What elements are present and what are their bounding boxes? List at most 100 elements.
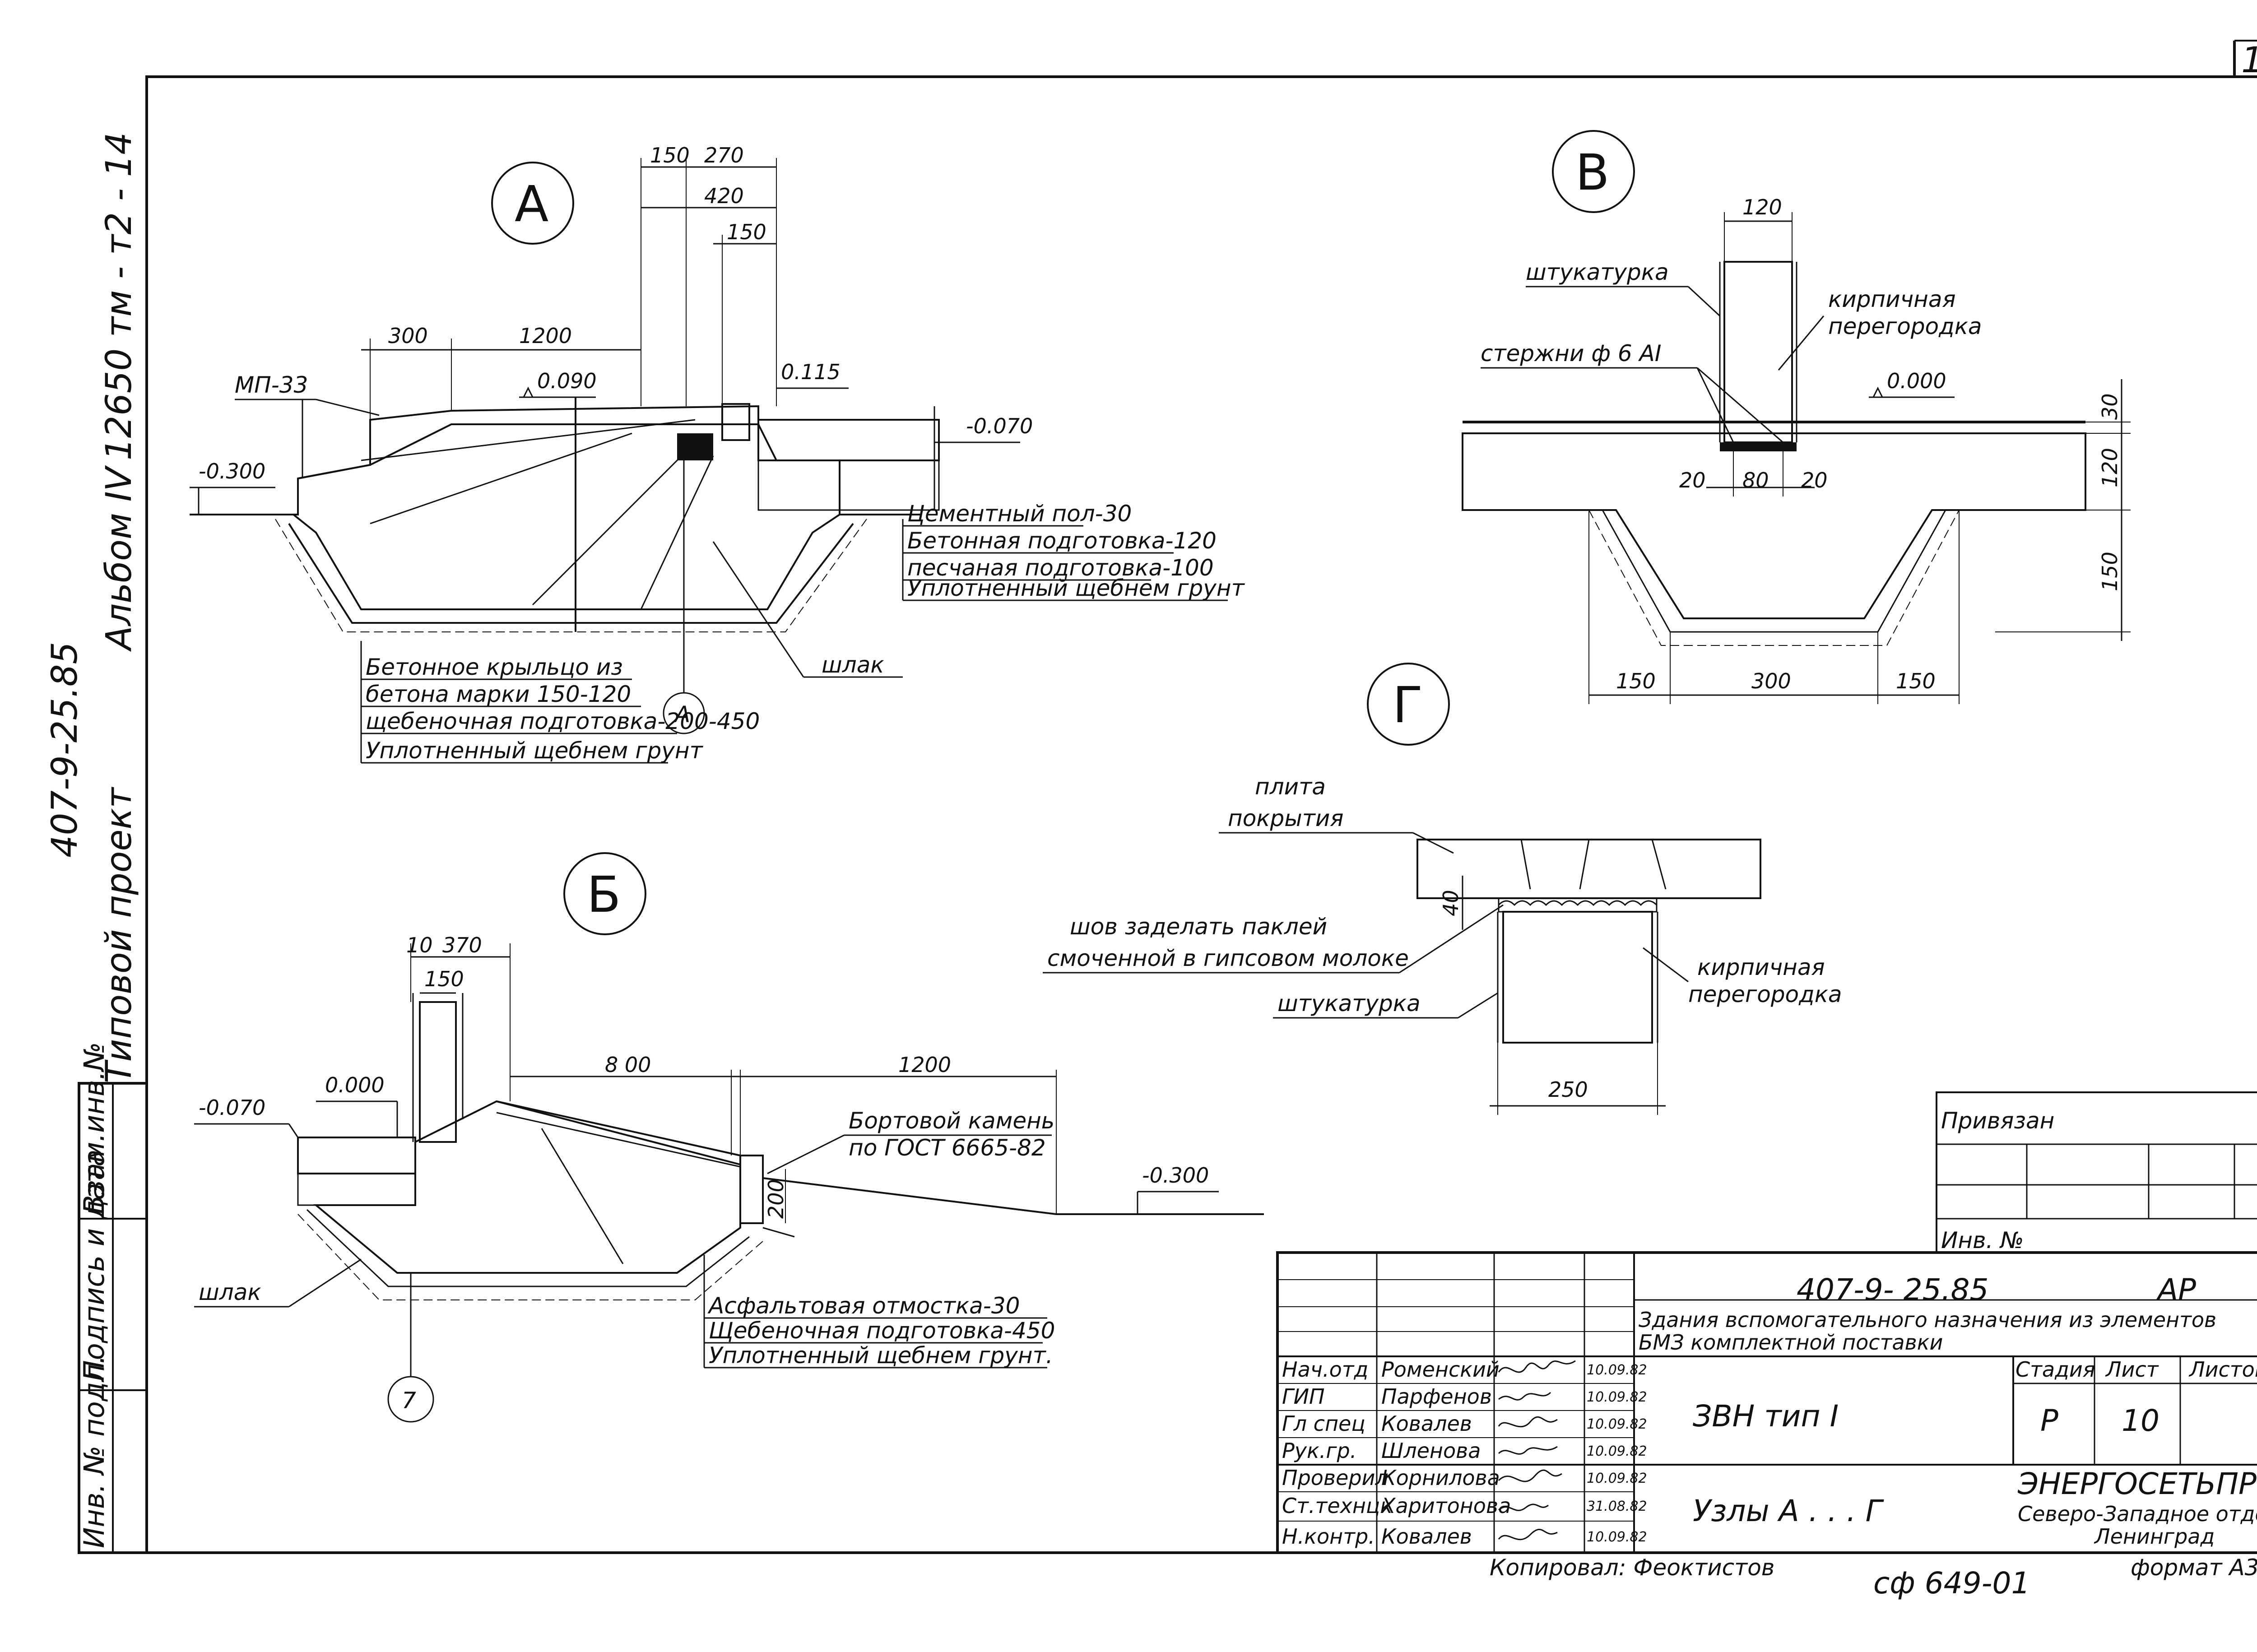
tb-sheet-v: 10	[2122, 1403, 2159, 1438]
detail-g-dim-40: 40	[1439, 890, 1463, 916]
tb-date: 31.08.82	[1587, 1499, 1647, 1514]
detail-a-callout-b3: щебеночная подготовка-200-450	[366, 708, 760, 734]
tb-name: Роменский	[1381, 1357, 1500, 1382]
detail-a-callout-b4: Уплотненный щебнем грунт	[366, 738, 704, 764]
detail-b-gravel	[313, 1100, 741, 1274]
tb-title-1: Здания вспомогательного назначения из эл…	[1639, 1308, 2216, 1332]
detail-g-seam-1: шов заделать паклей	[1070, 914, 1327, 940]
detail-a-dim-150a: 150	[650, 143, 690, 167]
detail-v-marker: В	[1575, 144, 1609, 201]
detail-a-dim-420: 420	[704, 184, 744, 208]
tb-role: ГИП	[1282, 1384, 1325, 1409]
tb-date: 10.09.82	[1587, 1529, 1647, 1545]
detail-g-partition-1: кирпичная	[1697, 954, 1825, 980]
detail-b-callout-1: Асфальтовая отмостка-30	[707, 1293, 1020, 1319]
detail-v-dim-150b: 150	[1896, 669, 1936, 693]
title-block: Привязан Инв. № 407-9- 25.85 АР Здания в…	[1276, 1091, 2257, 1554]
detail-b-curb	[739, 1155, 764, 1224]
side-code: 407-9-25.85	[45, 642, 85, 858]
tb-org-1: ЭНЕРГОСЕТЬПРОЕКТ	[2017, 1466, 2257, 1501]
detail-b-marker: Б	[587, 866, 621, 923]
tb-role: Нач.отд	[1282, 1357, 1368, 1382]
footer-format: формат А3	[2131, 1555, 2257, 1581]
detail-b-curb-dim: 200	[764, 1179, 788, 1219]
detail-v-dim-120: 120	[1742, 195, 1782, 219]
side-series: 12650 тм - т2 - 14	[99, 132, 139, 460]
detail-a-slag: шлак	[822, 652, 884, 678]
tb-object: ЗВН тип I	[1693, 1399, 1839, 1434]
detail-b-slag: шлак	[199, 1279, 261, 1305]
tb-signatures	[1498, 1360, 1576, 1541]
detail-b-ref: 7	[402, 1387, 416, 1414]
detail-a-callout-r2: Бетонная подготовка-120	[907, 528, 1217, 554]
detail-a-dim-270: 270	[704, 143, 744, 167]
tb-stage-h: Стадия	[2016, 1357, 2095, 1382]
detail-a-callout-b1: Бетонное крыльцо из	[366, 654, 623, 680]
detail-b-wall	[419, 1001, 457, 1143]
detail-v-dim-80: 80	[1742, 468, 1769, 492]
tb-role: Н.контр.	[1282, 1524, 1375, 1549]
detail-b-level-minus0300: -0.300	[1142, 1163, 1209, 1188]
detail-a-callout-r3: песчаная подготовка-100	[907, 555, 1214, 581]
strip-cell-replace: Взам.инв.№	[78, 1042, 111, 1214]
detail-b-callout-3: Уплотненный щебнем грунт.	[709, 1342, 1053, 1369]
tb-staff-row-4: Проверил Корнилова 10.09.82	[1282, 1466, 1647, 1490]
detail-a-callout-b2: бетона марки 150-120	[366, 681, 631, 707]
tb-privyazan: Привязан	[1941, 1108, 2054, 1134]
tb-date: 10.09.82	[1587, 1389, 1647, 1405]
detail-a-callout-r1: Цементный пол-30	[907, 501, 1132, 527]
detail-a-level-0115: 0.115	[781, 360, 841, 384]
tb-title-2: БМЗ комплектной поставки	[1639, 1330, 1943, 1355]
detail-b-callout-2: Щебеночная подготовка-450	[709, 1318, 1055, 1344]
detail-a-marker: А	[515, 175, 548, 233]
tb-date: 10.09.82	[1587, 1416, 1647, 1432]
detail-v-partition-2: перегородка	[1828, 313, 1982, 339]
footer-copied: Копировал: Феоктистов	[1490, 1555, 1774, 1581]
tb-sheet-name: Узлы А . . . Г	[1693, 1494, 1885, 1528]
strip-cell-inventory: Инв. № подл.	[78, 1355, 111, 1548]
detail-a-cement-floor	[757, 419, 940, 461]
detail-v-dim-150a: 150	[1616, 669, 1656, 693]
detail-g-marker: Г	[1393, 676, 1423, 734]
tb-mark: АР	[2156, 1272, 2196, 1307]
detail-v-dim-120r: 120	[2098, 448, 2122, 487]
detail-a-dim-300: 300	[388, 324, 428, 348]
tb-name: Ковалев	[1381, 1411, 1472, 1436]
tb-name: Корнилова	[1381, 1466, 1500, 1490]
detail-v-slab	[1462, 432, 2086, 619]
detail-v-partition-1: кирпичная	[1828, 286, 1956, 312]
detail-b-dim-10: 10	[406, 933, 433, 957]
tb-role: Рук.гр.	[1282, 1439, 1356, 1463]
detail-v-plaster: штукатурка	[1526, 259, 1669, 285]
detail-a-section-ref: А	[673, 701, 690, 728]
tb-role: Ст.технцк	[1282, 1494, 1393, 1518]
detail-g-seam-2: смоченной в гипсовом молоке	[1047, 945, 1409, 971]
detail-a-dim-150b: 150	[727, 220, 766, 244]
detail-g-partition	[1502, 911, 1653, 1044]
detail-v-dim-150r: 150	[2098, 552, 2122, 591]
detail-g-slab-2: покрытия	[1228, 805, 1343, 831]
detail-b-curb-label-2: по ГОСТ 6665-82	[849, 1135, 1046, 1161]
detail-v-dim-20a: 20	[1679, 468, 1706, 492]
sheet-number: 13	[2241, 40, 2257, 81]
detail-v-rods: стержни ф 6 АI	[1481, 340, 1662, 367]
detail-v-dim-20b: 20	[1801, 468, 1828, 492]
tb-sheet-h: Лист	[2105, 1357, 2159, 1382]
tb-code: 407-9- 25.85	[1797, 1272, 1989, 1307]
tb-role: Проверил	[1282, 1466, 1389, 1490]
detail-a-level-minus0300: -0.300	[199, 459, 265, 483]
detail-b-curb-label-1: Бортовой камень	[849, 1108, 1054, 1134]
left-strip	[78, 1082, 148, 1554]
tb-staff-row-6: Н.контр. Ковалев 10.09.82	[1282, 1524, 1647, 1549]
tb-staff-row-5: Ст.технцк Харитонова 31.08.82	[1282, 1494, 1647, 1518]
detail-g-partition-2: перегородка	[1688, 981, 1842, 1007]
side-project: Типовой проект	[99, 786, 139, 1083]
tb-inv-no: Инв. №	[1941, 1227, 2024, 1253]
detail-a-level-0090: 0.090	[537, 369, 597, 393]
detail-b-dim-370: 370	[442, 933, 482, 957]
tb-staff-row-3: Рук.гр. Шленова 10.09.82	[1282, 1439, 1647, 1463]
tb-name: Харитонова	[1380, 1494, 1511, 1518]
tb-date: 10.09.82	[1587, 1362, 1647, 1378]
side-album: Альбом IV	[99, 465, 139, 652]
detail-b-dim-1200: 1200	[898, 1053, 951, 1077]
